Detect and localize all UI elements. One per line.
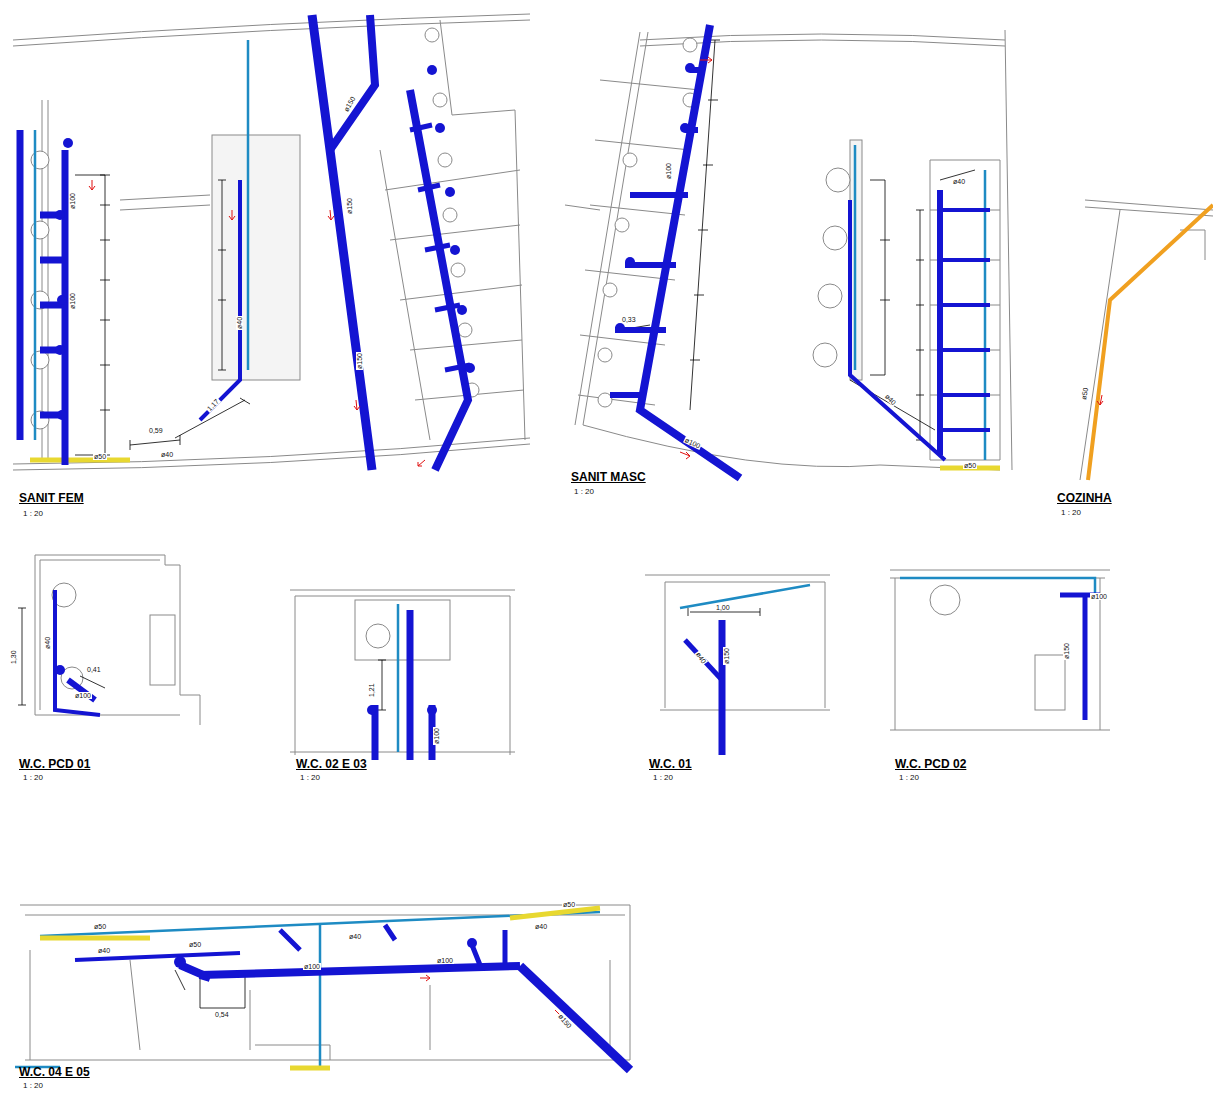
dimension-label: ø40 (160, 451, 174, 458)
dimension-label: 1,21 (368, 682, 375, 698)
dimension-label: ø50 (188, 941, 202, 948)
scale-label: 1 : 20 (573, 488, 595, 496)
view-title: W.C. 04 E 05 (19, 1066, 90, 1078)
dimension-label: ø150 (557, 1012, 574, 1030)
dimension-label: 0,33 (621, 316, 637, 323)
scale-label: 1 : 20 (898, 774, 920, 782)
view-title: W.C. PCD 01 (19, 758, 90, 770)
view-title: W.C. PCD 02 (895, 758, 966, 770)
scale-label: 1 : 20 (1060, 509, 1082, 517)
flow-arrows (89, 57, 1103, 1017)
view-title: W.C. 01 (649, 758, 692, 770)
dimension-label: ø50 (963, 462, 977, 469)
dimension-label: 1,00 (715, 604, 731, 611)
dimension-label: 0,41 (86, 666, 102, 673)
dimension-lines (18, 40, 975, 1008)
dimension-label: ø40 (694, 650, 708, 666)
dimension-label: ø50 (93, 923, 107, 930)
dimension-label: 0,54 (214, 1011, 230, 1018)
fixtures (31, 28, 960, 689)
drain-points (55, 63, 695, 968)
dimension-label: ø100 (74, 692, 92, 699)
dimension-label: ø40 (97, 947, 111, 954)
dimension-label: ø40 (44, 636, 51, 650)
dimension-label: ø100 (436, 957, 454, 964)
dimension-label: ø100 (683, 436, 702, 450)
view-title: W.C. 02 E 03 (296, 758, 367, 770)
dimension-label: ø150 (346, 197, 353, 215)
dimension-label: ø150 (342, 94, 357, 113)
scale-label: 1 : 20 (22, 510, 44, 518)
dimension-label: ø50 (562, 901, 576, 908)
dimension-label: ø50 (1080, 386, 1089, 401)
scale-label: 1 : 20 (22, 774, 44, 782)
view-title: COZINHA (1057, 492, 1112, 504)
view-title: SANIT MASC (571, 471, 646, 483)
drain-pipes (20, 15, 1100, 1070)
dimension-label: ø150 (1063, 642, 1070, 660)
dimension-label: 1,17 (205, 397, 221, 413)
dimension-label: ø100 (433, 727, 440, 745)
dimension-label: ø40 (952, 178, 966, 185)
water-pipes (30, 460, 1000, 1068)
dimension-label: ø100 (665, 162, 672, 180)
scale-label: 1 : 20 (652, 774, 674, 782)
dimension-label: ø100 (69, 292, 76, 310)
dimension-label: 0,59 (148, 427, 164, 434)
scale-label: 1 : 20 (22, 1082, 44, 1090)
kitchen-pipe (1088, 205, 1213, 480)
vent-pipes (15, 40, 1095, 1070)
dimension-label: ø100 (303, 963, 321, 970)
dimension-label: ø150 (356, 352, 363, 370)
dimension-label: ø40 (236, 316, 243, 330)
dimension-label: ø50 (93, 453, 107, 460)
dimension-label: ø40 (348, 933, 362, 940)
walls (13, 14, 1213, 1060)
dimension-label: ø100 (69, 192, 76, 210)
dimension-label: ø40 (534, 923, 548, 930)
dimension-label: ø150 (723, 647, 730, 665)
view-title: SANIT FEM (19, 492, 84, 504)
dimension-label: 1,30 (10, 649, 17, 665)
scale-label: 1 : 20 (299, 774, 321, 782)
dimension-label: ø40 (883, 392, 898, 407)
dimension-label: ø100 (1090, 593, 1108, 600)
